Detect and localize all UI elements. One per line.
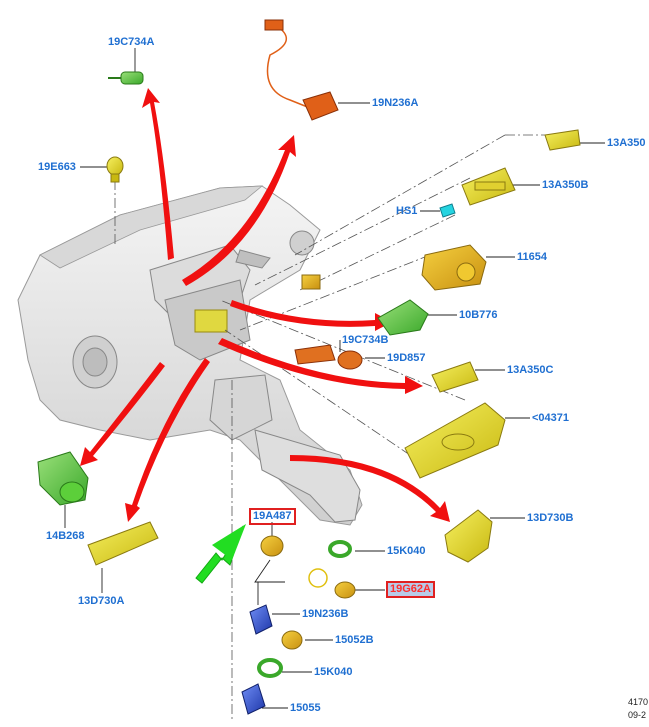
label-19C734A: 19C734A: [108, 36, 155, 48]
label-10B776: 10B776: [459, 309, 498, 321]
label-13A350B: 13A350B: [542, 179, 589, 191]
part-10B776: [377, 299, 429, 336]
parts: [37, 19, 581, 715]
label-19C734B: 19C734B: [342, 334, 389, 346]
part-11654-plug: [301, 274, 321, 290]
label-19G62A: 19G62A: [386, 581, 435, 598]
part-19N236A: [264, 19, 339, 121]
label-15055: 15055: [290, 702, 321, 714]
part-15052B: [281, 630, 303, 650]
part-19G62A: [308, 568, 356, 599]
part-04371: [404, 402, 506, 479]
label-HS1: HS1: [396, 205, 418, 217]
reference-code: 4170: [628, 697, 649, 707]
callout-lines: [64, 48, 605, 709]
part-13A350: [544, 129, 581, 151]
part-19E663: [106, 156, 124, 183]
label-13D730B: 13D730B: [527, 512, 574, 524]
part-13A350B: [461, 167, 516, 206]
label-15K040-top: 15K040: [387, 545, 426, 557]
dashboard-illustration: [17, 185, 363, 526]
label-19N236A: 19N236A: [372, 97, 419, 109]
part-13D730B: [444, 509, 493, 563]
label-14B268: 14B268: [46, 530, 85, 542]
part-19A487: [260, 535, 284, 557]
part-14B268: [37, 451, 89, 506]
wire-harness: [266, 24, 311, 109]
label-11654: 11654: [517, 251, 547, 263]
part-HS1: [439, 203, 456, 218]
part-13A350C: [431, 361, 479, 393]
label-13D730A: 13D730A: [78, 595, 125, 607]
green-arrow-head: [212, 524, 246, 560]
label-13A350: 13A350: [607, 137, 646, 149]
part-15055: [241, 683, 266, 715]
label-19E663: 19E663: [38, 161, 76, 173]
label-04371: <04371: [532, 412, 570, 424]
part-19C734B: [294, 344, 336, 365]
red-arrows: [80, 88, 450, 522]
part-15K040-bottom: [257, 658, 283, 678]
part-19N236B: [249, 604, 273, 635]
label-15K040-bottom: 15K040: [314, 666, 353, 678]
green-arrow: [195, 525, 244, 584]
label-15052B: 15052B: [335, 634, 374, 646]
label-19D857: 19D857: [387, 352, 426, 364]
reference-date: 09-2: [628, 710, 647, 720]
part-11654: [421, 244, 487, 291]
label-19A487: 19A487: [249, 508, 296, 525]
label-19N236B: 19N236B: [302, 608, 349, 620]
part-19C734A: [108, 71, 144, 85]
part-15K040-top: [328, 540, 352, 558]
part-13D730A: [87, 521, 159, 566]
part-19D857: [337, 350, 363, 370]
label-13A350C: 13A350C: [507, 364, 554, 376]
